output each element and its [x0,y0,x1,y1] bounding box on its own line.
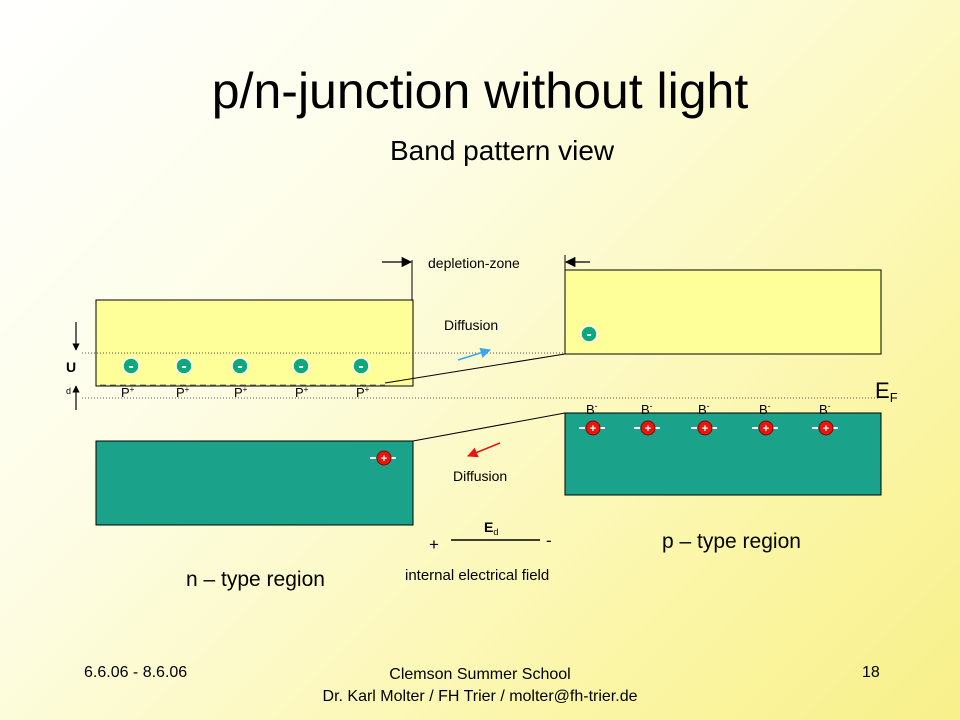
electron: - [580,325,598,343]
svg-text:+: + [702,423,708,435]
electron: - [122,357,140,375]
svg-text:+: + [645,423,651,435]
field-main: E [484,519,493,535]
svg-text:-: - [586,326,591,343]
acceptor-ions: B- B- B- B- B- [586,401,831,417]
acceptor-ion-label: B- [819,401,831,417]
holes: + + + + + + [370,420,840,466]
diffusion-top-label: Diffusion [444,317,498,333]
field-minus-sign: - [546,531,552,550]
fermi-level-label: EF [875,378,898,405]
svg-text:+: + [763,423,769,435]
svg-text:-: - [181,358,186,375]
svg-text:-: - [358,358,363,375]
electron: - [231,357,249,375]
electron: - [292,357,310,375]
donor-ions: P+ P+ P+ P+ P+ [121,385,370,400]
hole: + [752,420,780,436]
hole: + [691,420,719,436]
donor-ion-label: P+ [356,385,370,400]
footer-author: Dr. Karl Molter / FH Trier / molter@fh-t… [322,688,638,705]
svg-text:-: - [298,358,303,375]
footer-credits: Clemson Summer School Dr. Karl Molter / … [0,664,960,708]
hole: + [370,450,398,466]
footer-page-number: 18 [862,664,880,681]
fermi-main: E [875,378,890,403]
acceptor-ion-label: B- [698,401,710,417]
free-electrons: - - - - - - [122,325,598,375]
p-valence-band [564,412,882,496]
svg-text:-: - [128,358,133,375]
depletion-zone-label: depletion-zone [428,255,520,271]
valence-band-bend [412,412,566,442]
acceptor-ion-label: B- [586,401,598,417]
fermi-sub: F [890,390,898,405]
p-conduction-band [564,269,882,355]
donor-ion-label: P+ [234,385,248,400]
donor-ion-label: P+ [121,385,135,400]
field-plus-sign: + [429,535,439,554]
n-region-label: n – type region [186,568,325,591]
hole: + [812,420,840,436]
electron: - [175,357,193,375]
donor-ion-label: P+ [176,385,190,400]
footer-date: 6.6.06 - 8.6.06 [84,664,188,681]
slide-subtitle: Band pattern view [390,135,615,166]
hole: + [634,420,662,436]
svg-text:+: + [823,423,829,435]
diffusion-bottom-label: Diffusion [453,468,507,484]
field-label: Ed [484,519,498,537]
p-region-label: p – type region [662,530,801,553]
hole: + [579,420,607,436]
conduction-band-bend [384,353,566,384]
donor-ion-label: P+ [295,385,309,400]
svg-text:-: - [237,358,242,375]
svg-text:+: + [381,453,387,465]
footer-event: Clemson Summer School [389,666,571,683]
diffusion-bottom-arrow [467,442,501,458]
acceptor-ion-label: B- [641,401,653,417]
diffusion-top-arrow [457,347,492,361]
acceptor-ion-label: B- [759,401,771,417]
n-valence-band [95,440,414,526]
svg-text:+: + [590,423,596,435]
field-caption: internal electrical field [405,567,549,584]
slide-title: p/n-junction without light [211,63,749,119]
voltage-subscript: d [66,386,71,396]
electron: - [352,357,370,375]
voltage-label: U [66,359,76,375]
field-sub: d [493,527,498,537]
